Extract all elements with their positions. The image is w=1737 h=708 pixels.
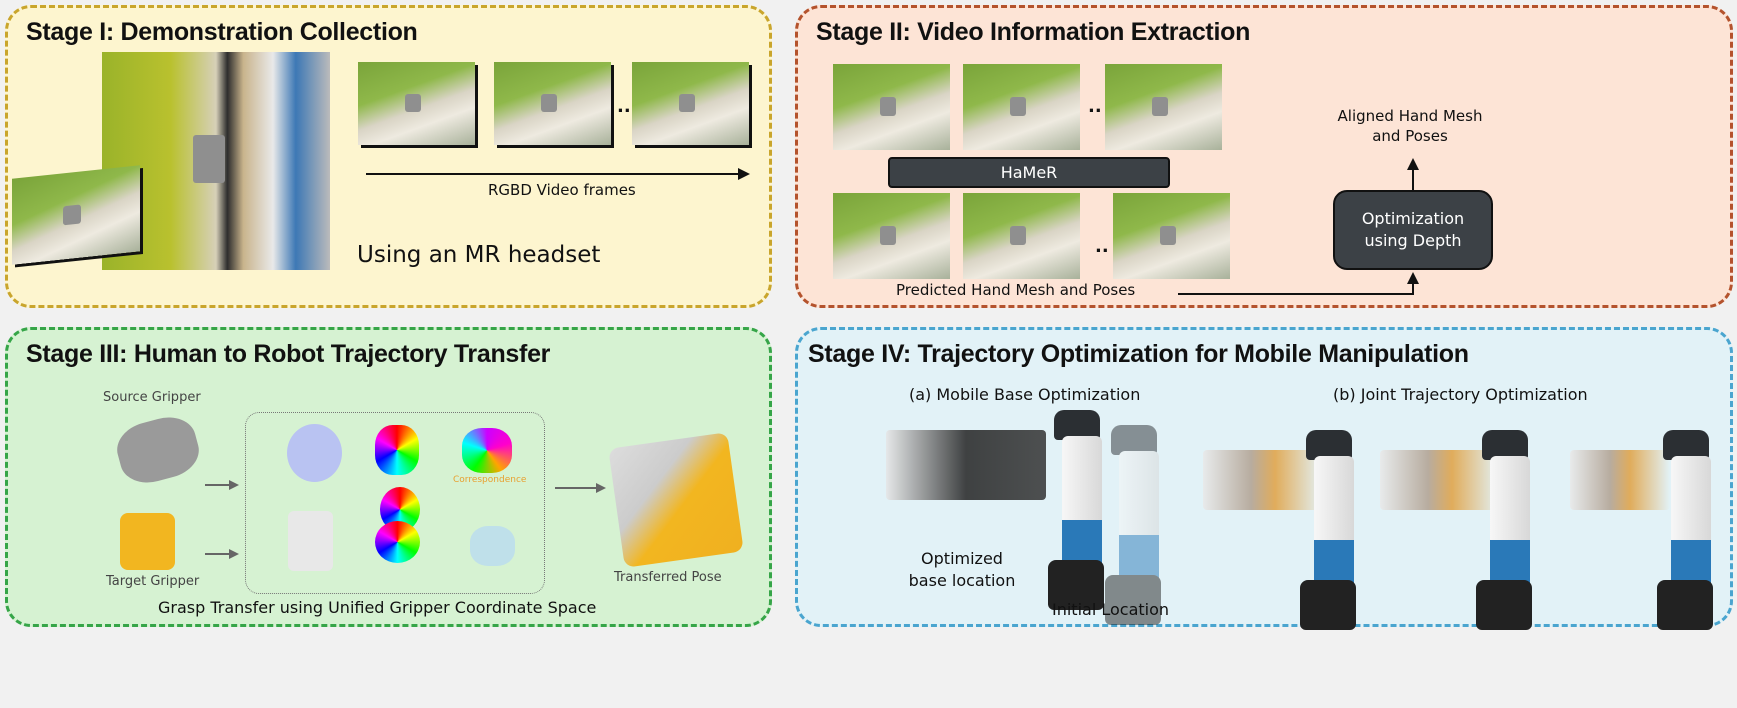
arrow-head-icon <box>229 480 239 490</box>
stage3-caption: Grasp Transfer using Unified Gripper Coo… <box>158 598 597 617</box>
predicted-caption: Predicted Hand Mesh and Poses <box>896 281 1136 299</box>
flow-arrow <box>1412 282 1414 295</box>
optimized-robot <box>1048 410 1104 610</box>
hand-mesh-frame <box>833 193 950 279</box>
trajectory-scene <box>1570 450 1670 510</box>
mobile-base-scene <box>886 430 1046 500</box>
arrow <box>205 553 230 555</box>
video-frame <box>632 62 749 145</box>
headset-caption: Using an MR headset <box>357 242 601 268</box>
frames-caption: RGBD Video frames <box>488 181 636 199</box>
video-frame <box>358 62 475 145</box>
stage2-panel: Stage II: Video Information Extraction <box>795 5 1733 308</box>
initial-robot <box>1105 425 1161 625</box>
target-hand-map <box>375 521 420 563</box>
robot-trajectory-step <box>1300 430 1356 630</box>
video-frame <box>963 64 1080 150</box>
arrow-head-icon <box>1407 158 1419 170</box>
arrow <box>205 484 230 486</box>
robot-trajectory-step <box>1657 430 1713 630</box>
source-correspondence <box>462 428 512 473</box>
stage4-title: Stage IV: Trajectory Optimization for Mo… <box>808 340 1469 368</box>
mr-headset-photo <box>102 52 330 270</box>
trajectory-scene <box>1380 450 1500 510</box>
output-arrow <box>1412 168 1414 190</box>
optimization-label: Optimization using Depth <box>1361 208 1465 250</box>
hamer-label: HaMeR <box>1000 163 1058 182</box>
hand-mesh-frame <box>1113 193 1230 279</box>
stage2-title: Stage II: Video Information Extraction <box>816 18 1251 46</box>
source-sphere <box>287 424 342 482</box>
target-gripper-image <box>120 513 175 570</box>
ellipsis: .. <box>1095 236 1109 257</box>
hamer-box: HaMeR <box>888 157 1170 188</box>
optimized-base-label: Optimized base location <box>908 549 1016 590</box>
flow-arrow <box>1178 293 1414 295</box>
video-frame <box>833 64 950 150</box>
ugcs-box <box>245 412 545 594</box>
optimization-box: Optimization using Depth <box>1333 190 1493 270</box>
hand-mesh-frame <box>963 193 1080 279</box>
robot-trajectory-step <box>1476 430 1532 630</box>
target-sphere <box>288 511 333 571</box>
transferred-pose-label: Transferred Pose <box>614 570 722 585</box>
target-gripper-label: Target Gripper <box>106 574 200 589</box>
video-frame <box>494 62 611 145</box>
trajectory-scene <box>1203 450 1323 510</box>
aligned-caption: Aligned Hand Mesh and Poses <box>1337 107 1483 146</box>
stage1-title: Stage I: Demonstration Collection <box>26 18 418 46</box>
transferred-pose-image <box>608 432 744 568</box>
correspondence-label: Correspondence <box>453 475 527 485</box>
mobile-base-subtitle: (a) Mobile Base Optimization <box>909 385 1141 404</box>
arrow-head-icon <box>1407 272 1419 284</box>
source-hand-map <box>375 425 419 475</box>
arrow-head-icon <box>229 549 239 559</box>
ellipsis: .. <box>617 96 631 117</box>
source-gripper-label: Source Gripper <box>103 390 201 405</box>
stage3-title: Stage III: Human to Robot Trajectory Tra… <box>26 340 551 368</box>
initial-location-label: Initial Location <box>1052 600 1170 619</box>
video-frame <box>1105 64 1222 150</box>
arrow-head-icon <box>596 483 606 493</box>
arrow-head-icon <box>738 168 750 180</box>
ellipsis: .. <box>1088 96 1102 117</box>
time-arrow <box>366 173 738 175</box>
joint-trajectory-subtitle: (b) Joint Trajectory Optimization <box>1333 385 1588 404</box>
arrow <box>555 487 597 489</box>
target-correspondence <box>470 526 515 566</box>
headset-view-inset <box>12 165 140 265</box>
